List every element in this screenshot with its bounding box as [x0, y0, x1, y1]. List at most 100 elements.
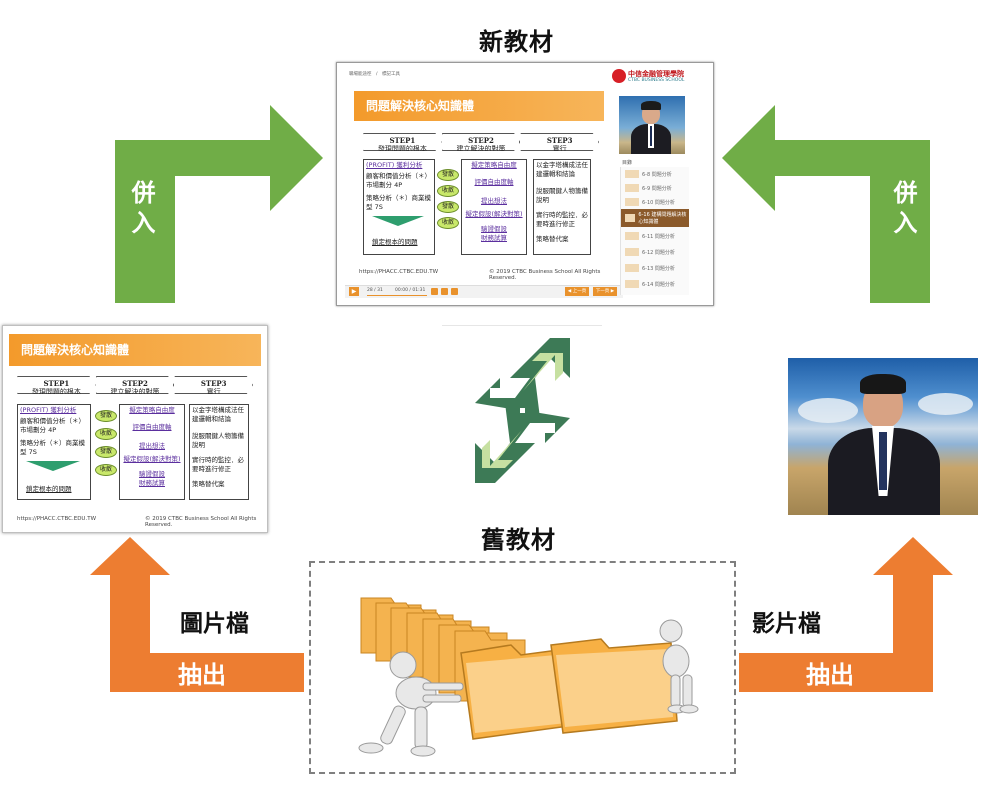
step-2-name: STEP2 [122, 379, 148, 388]
col2-item4: 擬定假設(解決對策) [465, 210, 523, 218]
next-button[interactable]: 下一頁 ▶ [593, 287, 617, 296]
step-1-name: STEP1 [389, 136, 416, 145]
chapter-item[interactable]: 6-13 問題分析 [621, 261, 689, 275]
oval-4: 收斂 [437, 217, 459, 229]
col2-item2: 評價自由度軸 [132, 423, 172, 431]
sound-icon[interactable] [441, 288, 448, 295]
presenter-tie [879, 432, 887, 490]
chapter-item-active[interactable]: 6-16 建構問題解決核心知識體 [621, 209, 689, 227]
down-triangle [26, 461, 80, 471]
control-bar: ▶ 28 / 31 00:00 / 01:31 ◀ 上一頁 下一頁 ▶ [345, 285, 623, 298]
step-2-desc: 建立解決的對策 [456, 145, 506, 153]
oval-2: 收斂 [95, 428, 117, 440]
down-triangle [372, 216, 424, 226]
col2-item4: 擬定假設(解決對策) [123, 455, 181, 463]
col3-box: 以金字塔構成法任建邏輯和結論 說服關鍵人物籌備說明 實行時的監控．必要時進行修正… [189, 404, 249, 500]
merge-arrow-left [115, 105, 323, 303]
presenter-video-thumb [619, 96, 685, 154]
step-3-desc: 實行 [206, 388, 221, 396]
old-material-box [309, 561, 736, 774]
video-file-label: 影片檔 [752, 611, 821, 637]
step-3-desc: 實行 [552, 145, 567, 153]
step-1-name: STEP1 [43, 379, 70, 388]
col3-item1: 以金字塔構成法任建邏輯和結論 [192, 406, 244, 423]
extracted-video-frame [788, 358, 978, 515]
col1-box: (PROFIT) 獲利分析 顧客和價值分析（＊）市場劃分 4P 策略分析（＊）商… [17, 404, 91, 500]
chapter-item[interactable]: 6-8 問題分析 [621, 167, 689, 181]
chapter-item[interactable]: 6-14 問題分析 [621, 277, 689, 291]
step-3-name: STEP3 [200, 379, 227, 388]
slide-title-text: 問題解決核心知識體 [21, 343, 130, 357]
time-display: 00:00 / 01:31 [395, 288, 426, 293]
chapter-item[interactable]: 6-12 問題分析 [621, 245, 689, 259]
step-1-desc: 發現問題的根本 [31, 388, 81, 396]
slide-title-text: 問題解決核心知識體 [366, 99, 475, 113]
chapter-item[interactable]: 6-9 問題分析 [621, 181, 689, 195]
merge-label-left: 併入 [127, 180, 155, 240]
progress-bar[interactable] [367, 295, 427, 296]
step-1-desc: 發現問題的根本 [377, 145, 427, 153]
col2-item2: 評價自由度軸 [474, 178, 514, 186]
breadcrumb: 職場能途徑 / 標記工具 [349, 72, 401, 77]
slide-title: 問題解決核心知識體 [9, 334, 261, 366]
col3-item3: 實行時的監控．必要時進行修正 [536, 211, 588, 228]
merge-label-right: 併入 [889, 180, 917, 240]
step-3-name: STEP3 [546, 136, 573, 145]
col1-item3: 策略分析（＊）商業模型 7S [366, 194, 431, 211]
col1-item1: (PROFIT) 獲利分析 [20, 406, 77, 414]
chapter-item-label: 6-14 問題分析 [642, 281, 675, 288]
chapter-item-label: 6-13 問題分析 [642, 265, 675, 272]
col3-item3: 實行時的監控．必要時進行修正 [192, 456, 244, 473]
step-2-name: STEP2 [468, 136, 494, 145]
play-button[interactable]: ▶ [349, 287, 359, 296]
oval-4: 收斂 [95, 464, 117, 476]
new-material-title: 新教材 [479, 28, 554, 56]
col1-item1: (PROFIT) 獲利分析 [366, 161, 423, 169]
slide-footer-right: © 2019 CTBC Business School All Rights R… [145, 516, 257, 528]
fullscreen-icon[interactable] [451, 288, 458, 295]
slide-footer-left: https://PHACC.CTBC.EDU.TW [17, 516, 97, 522]
cloud-shape [798, 398, 858, 423]
convert-icon [475, 338, 570, 483]
divider-line [442, 325, 602, 326]
col1-item2: 顧客和價值分析（＊）市場劃分 4P [366, 172, 431, 189]
oval-3: 發散 [437, 201, 459, 213]
cloud-shape [918, 393, 973, 415]
old-material-title: 舊教材 [481, 526, 556, 554]
col3-box: 以金字塔構成法任建邏輯和結論 說服關鍵人物籌備說明 實行時的監控．必要時進行修正… [533, 159, 591, 255]
oval-1: 發散 [95, 410, 117, 422]
merge-arrow-right [722, 105, 930, 303]
col3-item4: 策略替代案 [192, 480, 225, 488]
prev-button[interactable]: ◀ 上一頁 [565, 287, 589, 296]
col2-item3: 提出想法 [481, 197, 507, 205]
chapter-list[interactable]: 6-8 問題分析 6-9 問題分析 6-10 問題分析 6-16 建構問題解決核… [620, 167, 689, 295]
col3-item2: 說服關鍵人物籌備說明 [536, 187, 588, 204]
col1-item2: 顧客和價值分析（＊）市場劃分 4P [20, 417, 85, 434]
chapter-item-label: 6-12 問題分析 [642, 249, 675, 256]
chapter-item[interactable]: 6-11 問題分析 [621, 229, 689, 243]
col2-item1: 擬定策略自由度 [471, 161, 517, 169]
col3-item4: 策略替代案 [536, 235, 569, 243]
replay-icon[interactable] [431, 288, 438, 295]
col2-box: 擬定策略自由度 評價自由度軸 提出想法 擬定假設(解決對策) 驗證假設 財務試算 [119, 404, 185, 500]
col2-item6: 財務試算 [481, 234, 507, 242]
chapter-item-label: 6-11 問題分析 [642, 233, 675, 240]
col3-item1: 以金字塔構成法任建邏輯和結論 [536, 161, 588, 178]
chapter-item-label: 6-16 建構問題解決核心知識體 [638, 212, 687, 225]
col2-item3: 提出想法 [139, 442, 165, 450]
chapter-item-label: 6-10 問題分析 [642, 199, 675, 206]
extract-arrow-right [739, 537, 953, 692]
col2-item1: 擬定策略自由度 [129, 406, 175, 414]
chapter-item[interactable]: 6-10 問題分析 [621, 195, 689, 209]
col1-item4: 鎖定根本的問題 [372, 238, 418, 246]
col2-item5: 驗證假設 [481, 225, 507, 233]
col1-item3: 策略分析（＊）商業模型 7S [20, 439, 85, 456]
